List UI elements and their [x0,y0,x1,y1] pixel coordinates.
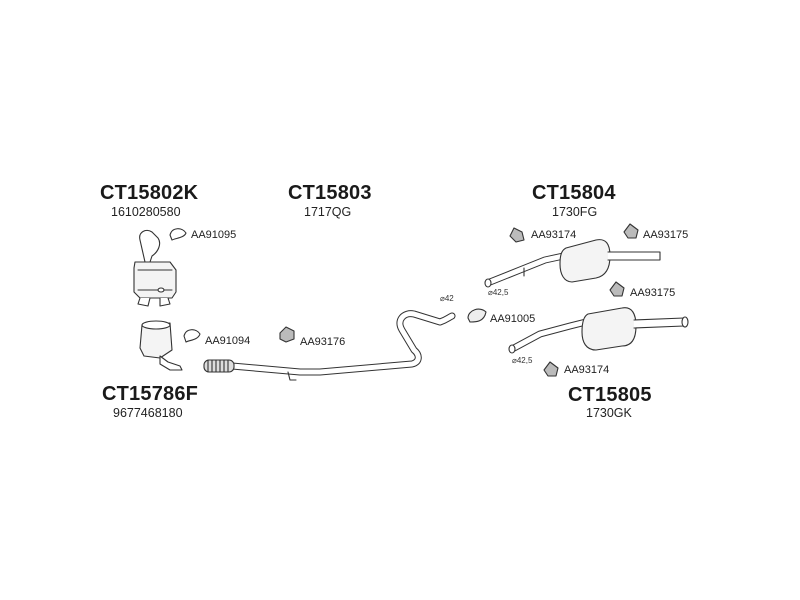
ref-ct15805: 1730GK [586,406,632,420]
ref-ct15803: 1717QG [304,205,352,219]
code-ct15804: CT15804 [532,182,616,204]
muffler-lower [508,307,689,354]
clamp-lower [183,329,201,343]
mount-bot-right [543,361,559,377]
mount-top-left [509,227,525,243]
code-ct15786f: CT15786F [102,383,199,405]
part-mount-mid-right: AA93175 [630,287,676,299]
part-clamp-upper: AA91095 [191,229,237,241]
mount-center [279,326,295,343]
part-clamp-right: AA91005 [490,313,536,325]
diameter-muffler-lower: ⌀42,5 [512,356,533,365]
part-clamp-lower: AA91094 [205,335,251,347]
part-mount-top-left: AA93174 [531,229,577,241]
part-mount-center: AA93176 [300,336,346,348]
catalyst-upper [133,229,177,307]
code-ct15802k: CT15802K [100,182,199,204]
muffler-upper [484,239,661,288]
ref-ct15802k: 1610280580 [111,205,181,219]
diameter-muffler-upper: ⌀42,5 [488,288,509,297]
front-pipe [203,310,456,381]
part-mount-top-right: AA93175 [643,229,689,241]
part-mount-bot-right: AA93174 [564,364,610,376]
diameter-front-pipe: ⌀42 [440,294,454,303]
clamp-right [467,308,487,323]
ref-ct15804: 1730FG [552,205,598,219]
clamp-upper [169,228,187,241]
mount-mid-right [609,281,625,297]
code-ct15805: CT15805 [568,384,652,406]
catalyst-lower [139,320,183,371]
code-ct15803: CT15803 [288,182,372,204]
mount-top-right [623,223,639,239]
ref-ct15786f: 9677468180 [113,406,183,420]
